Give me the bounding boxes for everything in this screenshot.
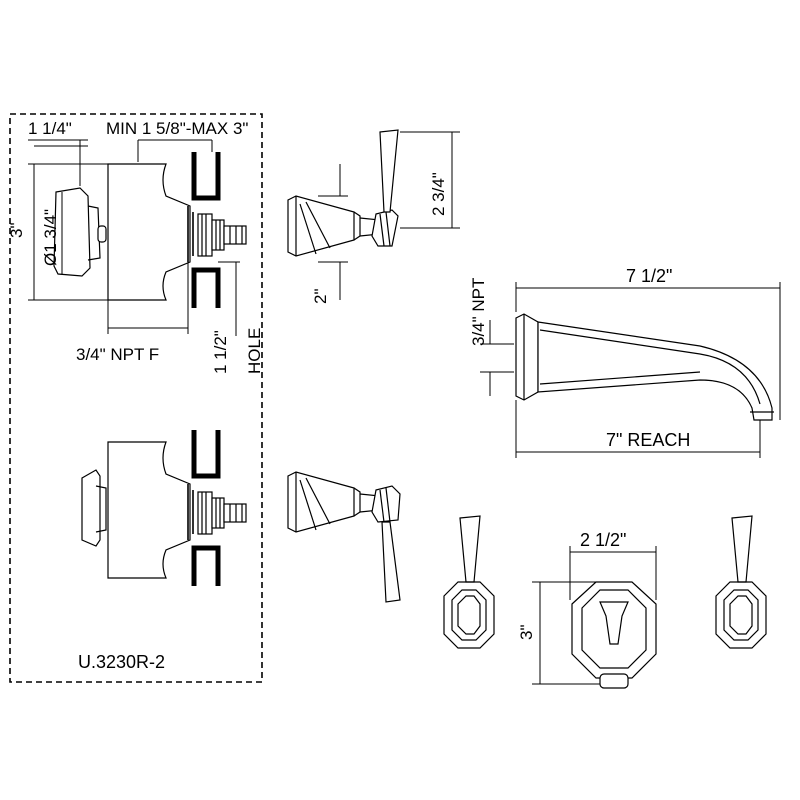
- dim-1-1-4-label: 1 1/4": [28, 119, 72, 138]
- handle-side-view-bottom: [287, 471, 401, 603]
- rough-in-valve-bottom: [81, 430, 247, 586]
- rough-in-boundary: [9, 113, 263, 683]
- dim-2-1-2-label: 2 1/2": [580, 530, 626, 550]
- dimensions-top-left: 1 1/4" MIN 1 5/8"-MAX 3" 3" Ø1 3/4" 3/4"…: [7, 119, 264, 374]
- dim-hole-label: HOLE: [245, 328, 264, 374]
- dim-npt-label: 3/4" NPT: [469, 278, 488, 346]
- dim-2-3-4-label: 2 3/4": [429, 172, 448, 216]
- dim-7-1-2-label: 7 1/2": [626, 266, 672, 286]
- model-number: U.3230R-2: [78, 652, 165, 672]
- dim-diameter-label: Ø1 3/4": [41, 209, 60, 266]
- dim-reach-label: 7" REACH: [606, 430, 690, 450]
- handle-front-view-right: [715, 515, 767, 649]
- dimensions-spout: 7 1/2" 7" REACH 3/4" NPT: [469, 266, 781, 458]
- spout-side-view: [515, 313, 774, 421]
- handle-side-view-top: [287, 129, 399, 257]
- dimensions-handle-top: 2" 2 3/4": [311, 131, 460, 305]
- rough-in-valve-top: [53, 152, 247, 308]
- spout-front-view: [571, 581, 657, 689]
- dim-min-max-label: MIN 1 5/8"-MAX 3": [106, 119, 248, 138]
- dim-3-label: 3": [7, 223, 26, 239]
- handle-front-view-left: [443, 515, 495, 649]
- dimensions-front: 2 1/2" 3": [517, 530, 657, 685]
- dim-npt-f-label: 3/4" NPT F: [76, 345, 159, 364]
- dim-2-label: 2": [311, 289, 330, 305]
- dim-hole-size-label: 1 1/2": [211, 330, 230, 374]
- dim-3-front-label: 3": [517, 625, 536, 641]
